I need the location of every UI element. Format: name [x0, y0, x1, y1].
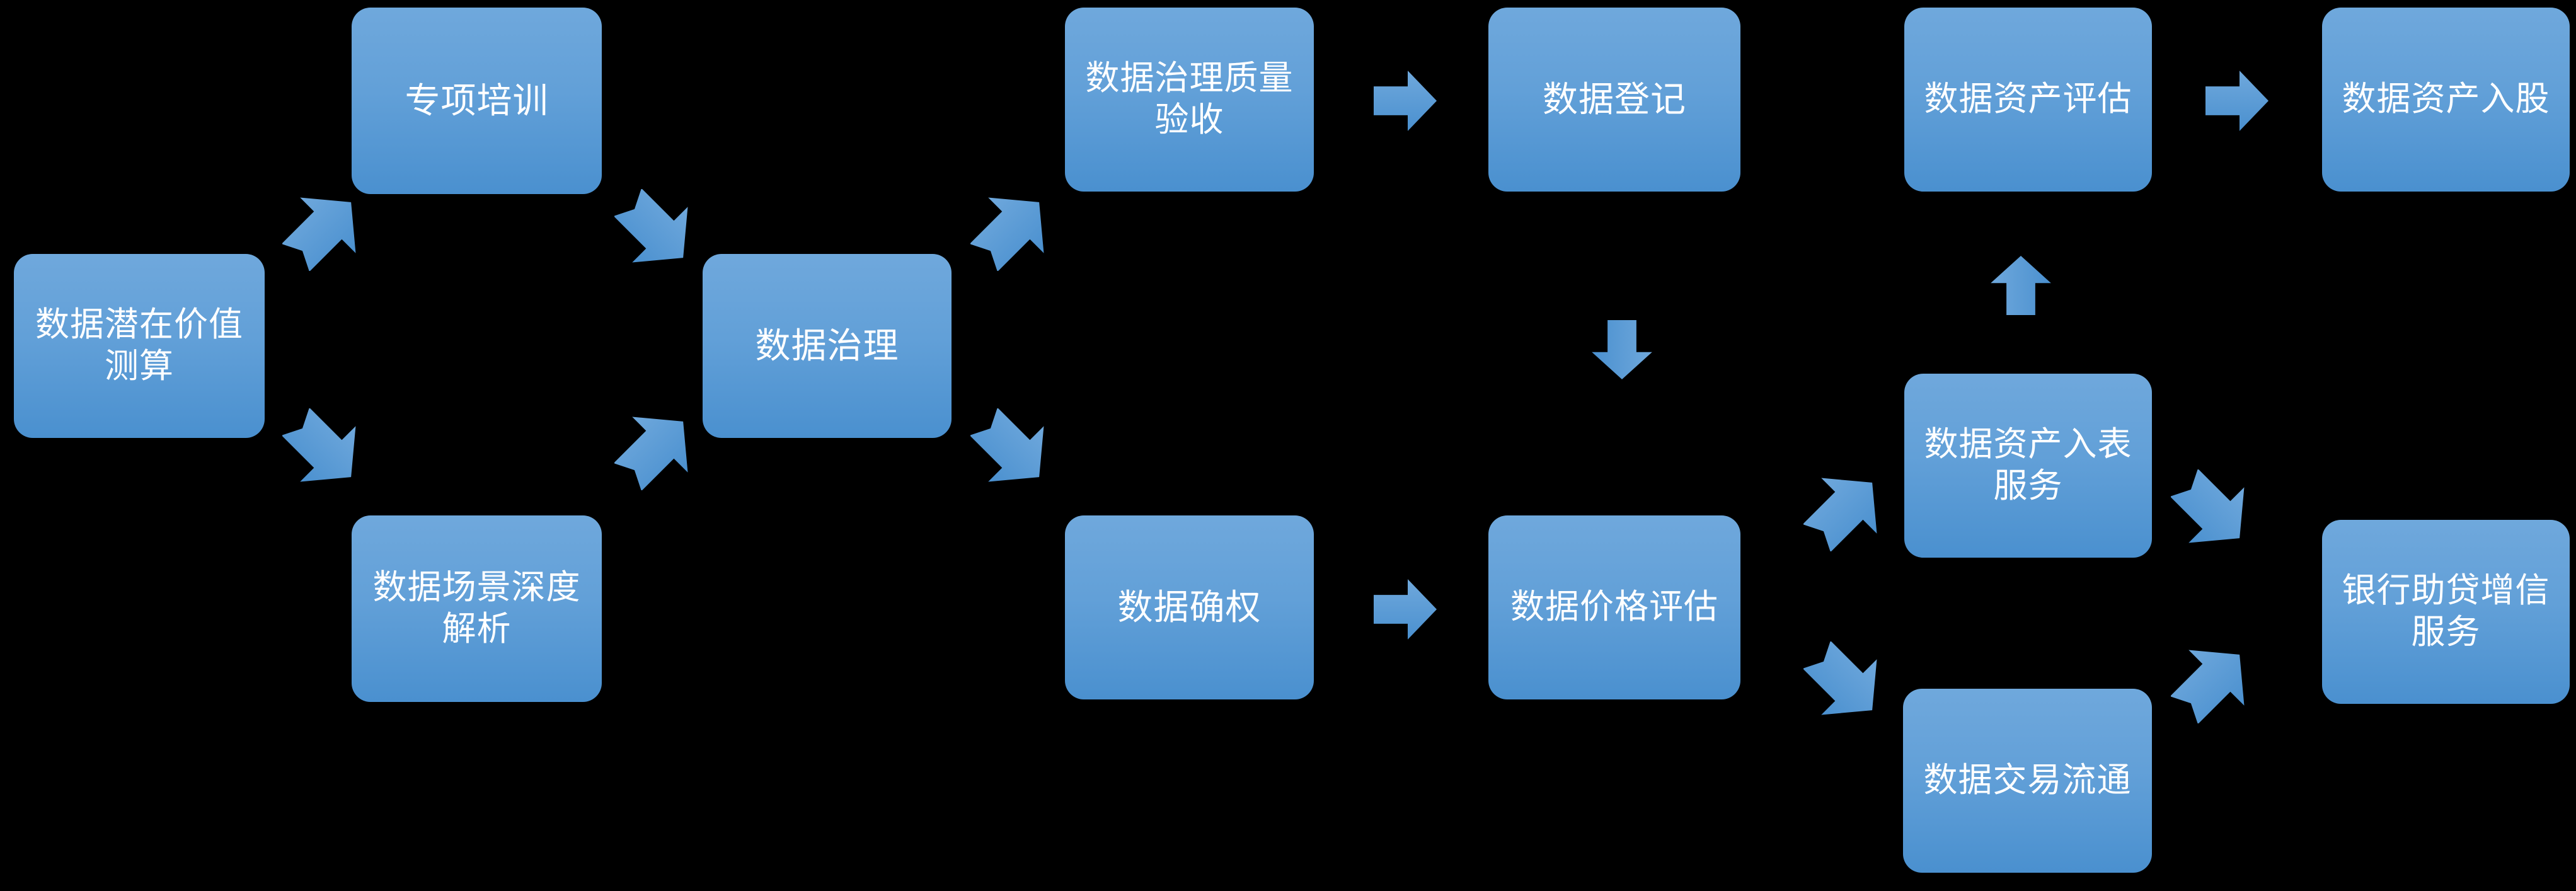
arrow-scenario-to-governance-icon — [614, 408, 696, 490]
node-label: 数据确权 — [1117, 587, 1262, 627]
node-data-asset-valuation[interactable]: 数据资产评估 — [1904, 8, 2152, 192]
node-label: 数据登记 — [1543, 79, 1686, 119]
node-label: 数据资产评估 — [1924, 80, 2132, 118]
arrow-trading-to-bank-icon — [2171, 641, 2253, 723]
arrow-rights-to-price-icon — [1374, 577, 1437, 642]
arrow-listing-to-asset-valuation-icon — [1988, 256, 2054, 315]
node-label: 数据治理质量验收 — [1085, 59, 1294, 139]
node-asset-listing-service[interactable]: 数据资产入表服务 — [1904, 374, 2152, 558]
node-data-rights[interactable]: 数据确权 — [1065, 515, 1314, 699]
arrow-registration-to-price-icon — [1589, 320, 1655, 379]
node-label: 数据价格评估 — [1510, 588, 1718, 626]
node-asset-equity[interactable]: 数据资产入股 — [2322, 8, 2570, 192]
node-bank-credit-service[interactable]: 银行助贷增信服务 — [2322, 520, 2570, 704]
node-label: 数据交易流通 — [1923, 761, 2132, 800]
arrow-asset-valuation-to-equity-icon — [2205, 68, 2268, 134]
node-data-price-valuation[interactable]: 数据价格评估 — [1488, 515, 1740, 699]
arrow-potential-to-training-icon — [282, 189, 364, 271]
node-label: 数据场景深度解析 — [372, 568, 581, 648]
arrow-training-to-governance-icon — [614, 189, 696, 271]
node-label: 数据治理 — [755, 325, 899, 365]
arrow-price-to-trading-icon — [1803, 641, 1885, 723]
arrow-potential-to-scenario-icon — [282, 408, 364, 490]
arrow-price-to-listing-icon — [1803, 469, 1885, 551]
node-data-registration[interactable]: 数据登记 — [1488, 8, 1740, 192]
node-data-trading[interactable]: 数据交易流通 — [1903, 689, 2152, 873]
node-label: 数据资产入表服务 — [1924, 425, 2132, 505]
node-governance-qa[interactable]: 数据治理质量验收 — [1065, 8, 1314, 192]
node-data-governance[interactable]: 数据治理 — [703, 254, 952, 438]
arrow-governance-to-rights-icon — [970, 408, 1052, 490]
arrow-qa-to-registration-icon — [1374, 68, 1437, 134]
node-label: 专项培训 — [405, 80, 549, 120]
node-label: 银行助贷增信服务 — [2342, 572, 2550, 651]
node-label: 数据潜在价值测算 — [35, 306, 243, 385]
arrow-governance-to-qa-icon — [970, 189, 1052, 271]
node-potential-value[interactable]: 数据潜在价值测算 — [14, 254, 265, 438]
node-scenario-analysis[interactable]: 数据场景深度解析 — [352, 515, 602, 702]
arrow-listing-to-bank-icon — [2171, 469, 2253, 551]
node-label: 数据资产入股 — [2342, 80, 2550, 118]
node-special-training[interactable]: 专项培训 — [352, 8, 602, 194]
